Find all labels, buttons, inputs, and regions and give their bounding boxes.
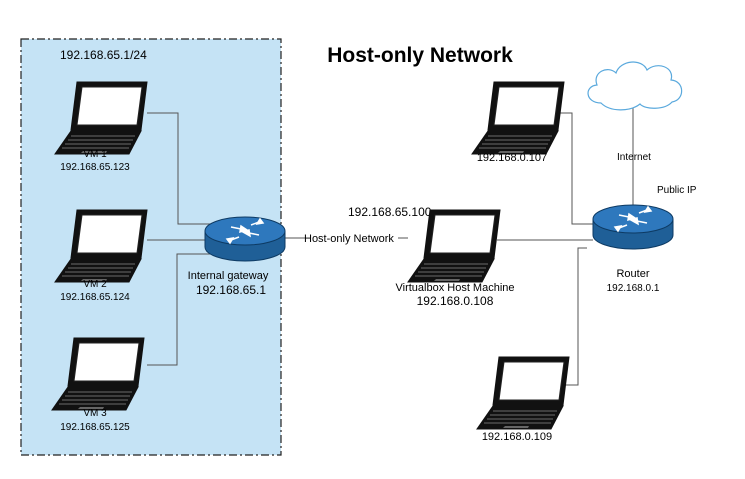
vm3-ip: 192.168.65.125: [60, 422, 130, 433]
internal-gateway-ip: 192.168.65.1: [196, 283, 266, 297]
vm2-ip: 192.168.65.124: [60, 292, 130, 303]
host-only-link-label: Host-only Network: [304, 233, 394, 245]
pc-109-ip: 192.168.0.109: [482, 431, 552, 443]
vm3-name: VM 3: [83, 408, 107, 419]
host-machine-ip: 192.168.0.108: [417, 294, 494, 308]
internal-gateway-router-icon: [204, 216, 286, 262]
vm1-name: VM 1: [83, 149, 107, 160]
host-machine-host-only-ip: 192.168.65.100: [348, 205, 432, 219]
router-ip: 192.168.0.1: [607, 283, 660, 294]
internet-cloud-icon: [587, 61, 683, 111]
vm2-name: VM 2: [83, 279, 107, 290]
public-ip-label: Public IP: [657, 185, 697, 196]
subnet-label: 192.168.65.1/24: [60, 48, 147, 62]
router-name: Router: [616, 268, 649, 280]
host-machine-name: Virtualbox Host Machine: [395, 282, 514, 294]
diagram-title: Host-only Network: [327, 44, 513, 67]
internal-gateway-name: Internal gateway: [188, 270, 269, 282]
pc-109-laptop-icon: [476, 356, 570, 430]
router-icon: [592, 204, 674, 250]
vm1-ip: 192.168.65.123: [60, 162, 130, 173]
pc-107-ip: 192.168.0.107: [477, 152, 547, 164]
internet-label: Internet: [617, 152, 651, 163]
wires: [147, 105, 634, 386]
pc-107-laptop-icon: [471, 81, 565, 155]
host-machine-laptop-icon: [407, 209, 501, 283]
